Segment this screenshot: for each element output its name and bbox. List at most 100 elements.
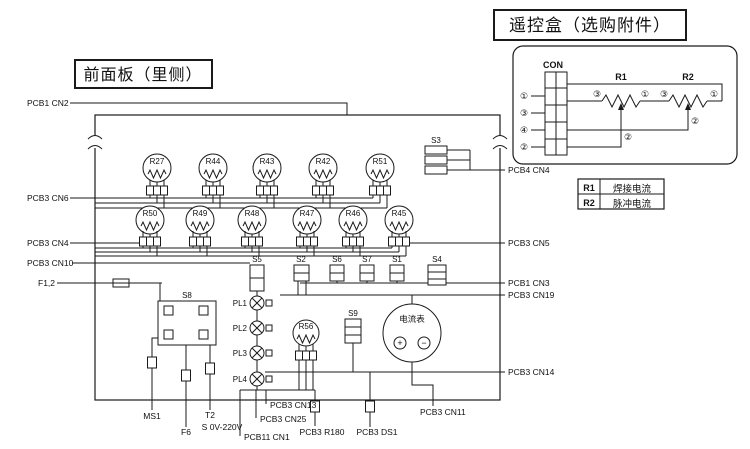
con-pin-1: ① [520,91,528,101]
main-panel-outline [87,114,508,401]
switch-label: S9 [348,309,358,318]
remote-detail-box: CON ① ③ ④ ② R1 R2 ③ ① ② ③ ① ② [512,45,738,165]
con-pin-3: ③ [520,108,528,118]
connector-label: S 0V-220V [202,422,243,432]
switch-s1: S1 [389,255,405,282]
ammeter-label: 电流表 [399,314,425,324]
connector-label: PCB3 CN14 [508,367,555,377]
ammeter-plus-terminal: + [397,338,402,348]
r1-terminal-right: ① [641,89,649,99]
switch-s7: S7 [359,255,375,282]
connector-label: PCB3 CN5 [508,238,550,248]
connector-label: PCB3 CN19 [508,290,555,300]
potentiometer-r50: R50 [135,205,165,256]
switch-s2: S2 [293,255,310,282]
lamp-label: PL4 [233,375,248,384]
potentiometer-r46: R46 [338,205,368,256]
bottom-connector-labels: MS1 F6 T2 S 0V-220V PCB3 CN13 PCB3 CN25 … [143,400,466,442]
switch-label: S7 [362,255,372,264]
connector-label: PCB1 CN3 [508,278,550,288]
r2-terminal-wiper: ② [691,116,699,126]
con-pin-4: ④ [520,125,528,135]
switch-label: S3 [431,136,441,145]
switch-label: S2 [296,255,306,264]
switch-s5: S5 [249,255,265,292]
connector-label: F1,2 [38,278,55,288]
connector-label: PCB3 DS1 [356,427,397,437]
con-pin-2: ② [520,142,528,152]
potentiometer-r43: R43 [252,153,282,208]
connector-label: T2 [205,410,215,420]
break-mark-left [87,135,103,150]
pot-label: R42 [316,157,331,166]
potentiometer-r47: R47 [292,205,322,256]
potentiometer-r42: R42 [308,153,338,208]
potentiometer-r27: R27 [142,153,172,208]
pot-label: R47 [300,209,315,218]
connector-label: F6 [181,427,191,437]
switch-label: S4 [432,255,442,264]
lamp-label: PL2 [233,324,248,333]
potentiometer-r48: R48 [237,205,267,256]
pot-label: R45 [392,209,407,218]
right-connector-labels: PCB4 CN4 PCB3 CN5 PCB1 CN3 PCB3 CN19 PCB… [508,165,555,377]
front-panel-title: 前面板（里侧） [74,59,213,89]
pot-label: R56 [299,322,314,331]
pot-label: R44 [206,157,221,166]
ammeter-minus-terminal: − [421,338,426,348]
legend-key-r1: R1 [583,183,595,193]
pilot-lamps: PL1 PL2 PL3 PL4 [233,295,273,387]
legend-desc-r1: 焊接电流 [613,183,652,195]
connector-label: PCB11 CN1 [244,432,290,442]
legend-table: R1 焊接电流 R2 脉冲电流 [577,178,665,210]
connector-label: PCB3 CN6 [27,193,69,203]
connector-label: PCB4 CN4 [508,165,550,175]
wiper-arrow-r2 [685,103,691,110]
pot-label: R49 [193,209,208,218]
connector-label: MS1 [143,411,161,421]
con-label: CON [543,60,563,70]
r2-terminal-right: ① [710,89,718,99]
switch-s8: S8 [157,291,217,346]
break-mark-right [492,135,508,150]
pots-row-1: R27 R44 R43 R42 R51 [142,153,395,208]
bottom-terminals [147,356,375,413]
pot-label: R43 [260,157,275,166]
r1-terminal-wiper: ② [624,132,632,142]
pots-row-2: R50 R49 R48 R47 R46 [135,205,414,256]
connector-label: PCB3 CN13 [270,400,317,410]
connector-label: PCB3 CN10 [27,258,74,268]
remote-box-title-text: 遥控盒（选购附件） [509,16,671,35]
pot-label: R48 [245,209,260,218]
pot-label: R27 [150,157,165,166]
remote-wiring [567,83,723,148]
pot-label: R50 [143,209,158,218]
pot-label: R51 [373,157,388,166]
con-connector [531,71,568,156]
remote-box-title: 遥控盒（选购附件） [493,9,687,41]
ammeter: 电流表 + − [382,303,442,363]
switch-label: S8 [182,291,192,300]
connector-label: PCB3 CN11 [420,407,466,417]
r2-terminal-left: ③ [660,89,668,99]
legend-key-r2: R2 [583,198,595,208]
pilot-lamp-pl4: PL4 [233,371,273,387]
switch-s4: S4 [427,255,447,286]
wiper-arrow-r1 [618,103,624,110]
remote-pot-r2-label: R2 [682,72,694,82]
legend-desc-r2: 脉冲电流 [613,198,652,210]
fuse-f12 [57,278,162,288]
lamp-label: PL1 [233,299,248,308]
connector-label: PCB3 CN25 [260,414,307,424]
remote-pot-r1-label: R1 [615,72,627,82]
pilot-lamp-pl3: PL3 [233,345,273,361]
connector-label: PCB3 CN4 [27,238,69,248]
pot-label: R46 [346,209,361,218]
pilot-lamp-pl2: PL2 [233,320,273,336]
connector-label: PCB1 CN2 [27,98,69,108]
r1-terminal-left: ③ [593,89,601,99]
potentiometer-r51: R51 [365,153,395,208]
lamp-label: PL3 [233,349,248,358]
